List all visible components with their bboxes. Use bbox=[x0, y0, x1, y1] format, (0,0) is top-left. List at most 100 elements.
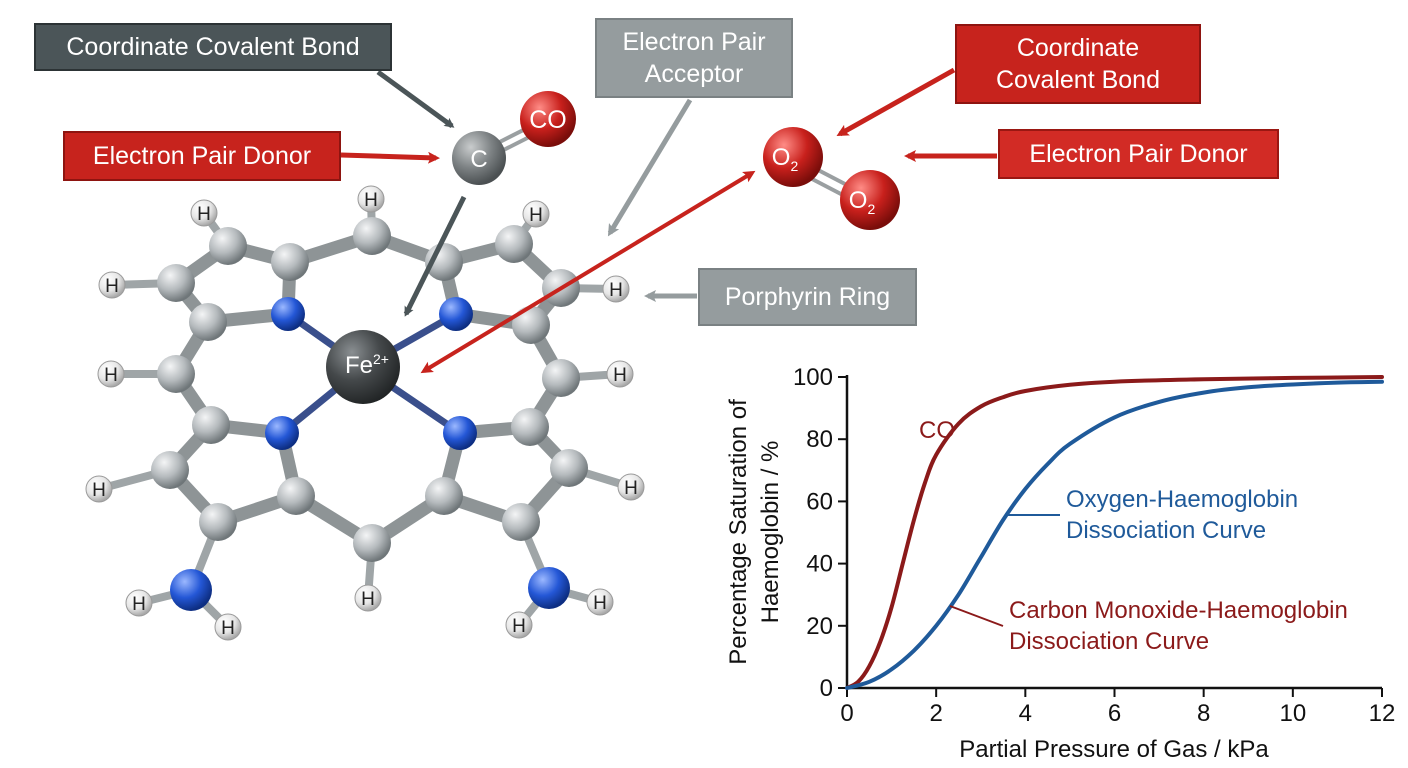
o2-electron-donor-text: Electron Pair Donor bbox=[1029, 140, 1248, 168]
carbon-atom bbox=[542, 359, 580, 397]
carbon-monoxide-molecule: CO C bbox=[452, 91, 576, 185]
co-curve-label-line1: Carbon Monoxide-Haemoglobin bbox=[1009, 597, 1348, 624]
porphyrin-molecule: Fe2+ H H H H H H H H H H H H H H bbox=[85, 185, 645, 641]
amine-nitrogen-atom bbox=[170, 569, 212, 611]
o2-coordinate-bond-label: Coordinate Covalent Bond bbox=[955, 24, 1201, 104]
hydrogen-label: H bbox=[613, 365, 627, 386]
y-tick-label: 20 bbox=[806, 613, 833, 640]
hydrogen-label: H bbox=[609, 280, 623, 301]
y-axis-label-line2: Haemoglobin / % bbox=[757, 441, 784, 624]
carbon-atom bbox=[495, 225, 533, 263]
y-tick-label: 100 bbox=[793, 364, 833, 391]
y-axis-label-line1: Percentage Saturation of bbox=[725, 399, 752, 665]
carbon-atom bbox=[353, 217, 391, 255]
o2-curve-label-line1: Oxygen-Haemoglobin bbox=[1066, 486, 1298, 513]
nitrogen-atom bbox=[443, 416, 477, 450]
co-bond-arrow bbox=[376, 69, 455, 129]
co-curve-label-line2: Dissociation Curve bbox=[1009, 628, 1209, 655]
acceptor-arrow bbox=[607, 98, 693, 237]
hydrogen-atom bbox=[214, 613, 242, 641]
carbon-atom bbox=[512, 306, 550, 344]
porphyrin-ring-text: Porphyrin Ring bbox=[724, 283, 891, 311]
electron-acceptor-line1: Electron Pair bbox=[622, 28, 766, 56]
chart-curves bbox=[845, 375, 1384, 690]
nitrogen-atom bbox=[265, 416, 299, 450]
y-axis-label: Percentage Saturation of Haemoglobin / % bbox=[725, 399, 784, 665]
carbon-atom bbox=[425, 477, 463, 515]
iron-oxygen-double-arrow bbox=[420, 170, 756, 374]
hydrogen-bonds bbox=[95, 195, 635, 631]
hydrogen-label: H bbox=[529, 205, 543, 226]
arrows bbox=[340, 67, 997, 374]
hydrogen-label: H bbox=[364, 190, 378, 211]
o2-coordinate-bond-line2: Covalent Bond bbox=[995, 66, 1160, 94]
oxygen-atom bbox=[763, 127, 823, 187]
hydrogen-label: H bbox=[593, 593, 607, 614]
oxygen-molecule: O2 O2 bbox=[763, 127, 900, 230]
oxygen-label: O2 bbox=[849, 187, 876, 217]
y-tick-label: 40 bbox=[806, 551, 833, 578]
co-electron-donor-text: Electron Pair Donor bbox=[92, 142, 312, 170]
amine-nitrogen-atom bbox=[528, 567, 570, 609]
co-coordinate-bond-text: Coordinate Covalent Bond bbox=[66, 33, 360, 61]
electron-acceptor-label: Electron Pair Acceptor bbox=[595, 18, 793, 98]
x-tick-label: 8 bbox=[1197, 700, 1210, 727]
iron-atom bbox=[326, 330, 400, 404]
hydrogen-label: H bbox=[197, 204, 211, 225]
carbon-atom bbox=[151, 451, 189, 489]
carbon-atom bbox=[550, 449, 588, 487]
x-tick-label: 4 bbox=[1019, 700, 1032, 727]
y-ticks: 0 20 40 60 80 100 bbox=[793, 364, 847, 702]
carbon-atom bbox=[157, 355, 195, 393]
o2-electron-donor-label: Electron Pair Donor bbox=[998, 129, 1279, 179]
hydrogen-atom bbox=[354, 584, 382, 612]
electron-acceptor-line2: Acceptor bbox=[644, 60, 744, 88]
carbon-atom bbox=[199, 503, 237, 541]
carbon-atom bbox=[511, 408, 549, 446]
x-tick-label: 2 bbox=[929, 700, 942, 727]
y-tick-label: 60 bbox=[806, 488, 833, 515]
carbon-atom bbox=[157, 264, 195, 302]
bond-layer bbox=[95, 195, 635, 631]
hydrogen-atom bbox=[357, 185, 385, 213]
hydrogen-atom bbox=[85, 475, 113, 503]
x-axis-label: Partial Pressure of Gas / kPa bbox=[959, 736, 1269, 763]
hydrogen-atom bbox=[505, 611, 533, 639]
oxygen-atom bbox=[840, 170, 900, 230]
oxygen-label: O2 bbox=[772, 144, 799, 174]
co-dissociation-curve bbox=[845, 375, 1384, 690]
hydrogen-label: H bbox=[105, 276, 119, 297]
co-curve-tag: CO bbox=[919, 417, 955, 444]
carbon-atom bbox=[189, 303, 227, 341]
co-donor-arrow bbox=[340, 151, 440, 164]
o2-dissociation-curve bbox=[845, 379, 1384, 690]
hydrogen-atom bbox=[190, 199, 218, 227]
co-electron-donor-label: Electron Pair Donor bbox=[63, 131, 341, 181]
y-tick-label: 0 bbox=[820, 675, 833, 702]
nitrogen-atom bbox=[439, 297, 473, 331]
hydrogen-label: H bbox=[361, 589, 375, 610]
carbon-atom bbox=[502, 503, 540, 541]
hydrogen-atom bbox=[98, 271, 126, 299]
hydrogen-atom bbox=[125, 589, 153, 617]
iron-atom-group: Fe2+ bbox=[326, 330, 400, 404]
x-tick-label: 10 bbox=[1279, 700, 1306, 727]
o2-bond-arrow bbox=[836, 67, 956, 137]
porphyrin-ring-label: Porphyrin Ring bbox=[698, 268, 917, 326]
hydrogen-label: H bbox=[92, 480, 106, 501]
carbon-atom bbox=[192, 406, 230, 444]
hydrogen-atom bbox=[586, 588, 614, 616]
hydrogen-label: H bbox=[624, 478, 638, 499]
nitrogen-atom bbox=[271, 297, 305, 331]
o2-curve-label-line2: Dissociation Curve bbox=[1066, 517, 1266, 544]
y-tick-label: 80 bbox=[806, 426, 833, 453]
hydrogen-atom bbox=[617, 473, 645, 501]
hydrogen-label: H bbox=[104, 365, 118, 386]
co-oxygen-atom bbox=[520, 91, 576, 147]
hydrogen-label: H bbox=[221, 618, 235, 639]
co-carbon-label: C bbox=[470, 146, 487, 173]
co-annotation-leader bbox=[949, 605, 1004, 627]
